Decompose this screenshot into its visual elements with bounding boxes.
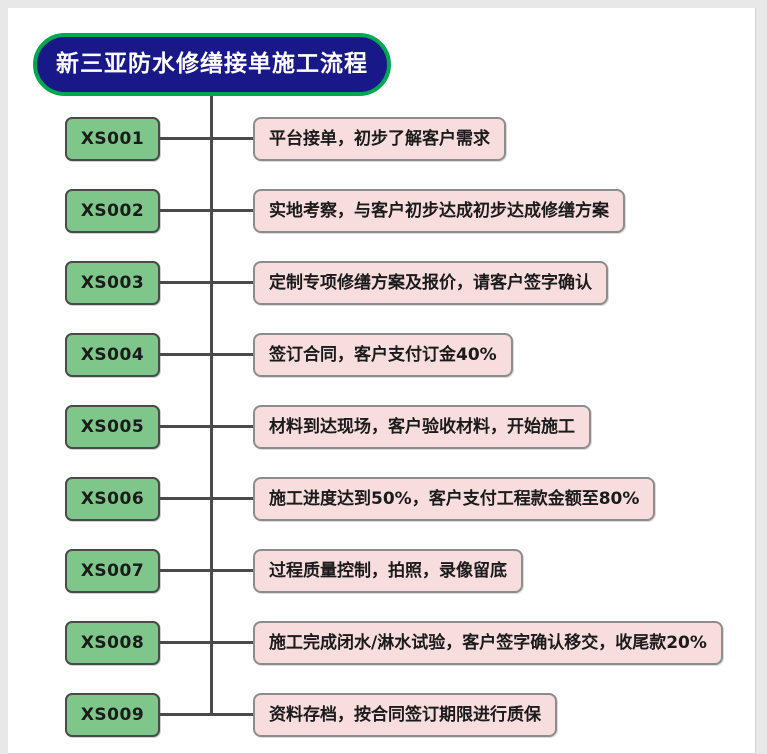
connector-line <box>160 137 253 140</box>
step-id-label: XS004 <box>80 344 145 365</box>
step-id-label: XS009 <box>80 704 145 725</box>
step-description-label: 平台接单，初步了解客户需求 <box>269 128 490 149</box>
connector-line <box>160 353 253 356</box>
connector-line <box>160 713 253 716</box>
step-description-box-xs002[interactable]: 实地考察，与客户初步达成初步达成修缮方案 <box>253 189 625 233</box>
step-description-label: 材料到达现场，客户验收材料，开始施工 <box>269 416 575 437</box>
step-description-label: 施工进度达到50%，客户支付工程款金额至80% <box>269 488 640 509</box>
step-id-box-xs002[interactable]: XS002 <box>65 189 160 233</box>
step-id-box-xs006[interactable]: XS006 <box>65 477 160 521</box>
step-id-box-xs003[interactable]: XS003 <box>65 261 160 305</box>
connector-line <box>160 497 253 500</box>
step-description-box-xs009[interactable]: 资料存档，按合同签订期限进行质保 <box>253 693 557 737</box>
step-id-label: XS001 <box>80 128 145 149</box>
connector-line <box>160 641 253 644</box>
step-id-box-xs001[interactable]: XS001 <box>65 117 160 161</box>
step-description-label: 资料存档，按合同签订期限进行质保 <box>269 704 541 725</box>
step-id-box-xs008[interactable]: XS008 <box>65 621 160 665</box>
step-description-label: 签订合同，客户支付订金40% <box>269 344 497 365</box>
step-description-box-xs007[interactable]: 过程质量控制，拍照，录像留底 <box>253 549 523 593</box>
connector-line <box>160 209 253 212</box>
step-description-box-xs004[interactable]: 签订合同，客户支付订金40% <box>253 333 513 377</box>
vertical-trunk-line <box>210 96 213 713</box>
page-title: 新三亚防水修缮接单施工流程 <box>56 51 368 77</box>
step-id-label: XS002 <box>80 200 145 221</box>
step-id-label: XS006 <box>80 488 145 509</box>
step-description-label: 定制专项修缮方案及报价，请客户签字确认 <box>269 272 592 293</box>
step-id-box-xs005[interactable]: XS005 <box>65 405 160 449</box>
step-id-label: XS007 <box>80 560 145 581</box>
step-description-box-xs001[interactable]: 平台接单，初步了解客户需求 <box>253 117 506 161</box>
step-description-label: 过程质量控制，拍照，录像留底 <box>269 560 507 581</box>
connector-line <box>160 569 253 572</box>
step-id-label: XS005 <box>80 416 145 437</box>
step-description-label: 实地考察，与客户初步达成初步达成修缮方案 <box>269 200 609 221</box>
step-id-box-xs007[interactable]: XS007 <box>65 549 160 593</box>
connector-line <box>160 425 253 428</box>
flowchart-title-node[interactable]: 新三亚防水修缮接单施工流程 <box>33 33 391 96</box>
connector-line <box>160 281 253 284</box>
step-id-label: XS003 <box>80 272 145 293</box>
step-description-box-xs008[interactable]: 施工完成闭水/淋水试验，客户签字确认移交，收尾款20% <box>253 621 723 665</box>
step-id-box-xs009[interactable]: XS009 <box>65 693 160 737</box>
flowchart-page-surface: 新三亚防水修缮接单施工流程 XS001 平台接单，初步了解客户需求 XS002 实地考… <box>8 8 756 754</box>
step-id-box-xs004[interactable]: XS004 <box>65 333 160 377</box>
step-description-label: 施工完成闭水/淋水试验，客户签字确认移交，收尾款20% <box>269 632 707 653</box>
step-id-label: XS008 <box>80 632 145 653</box>
step-description-box-xs003[interactable]: 定制专项修缮方案及报价，请客户签字确认 <box>253 261 608 305</box>
step-description-box-xs005[interactable]: 材料到达现场，客户验收材料，开始施工 <box>253 405 591 449</box>
step-description-box-xs006[interactable]: 施工进度达到50%，客户支付工程款金额至80% <box>253 477 656 521</box>
